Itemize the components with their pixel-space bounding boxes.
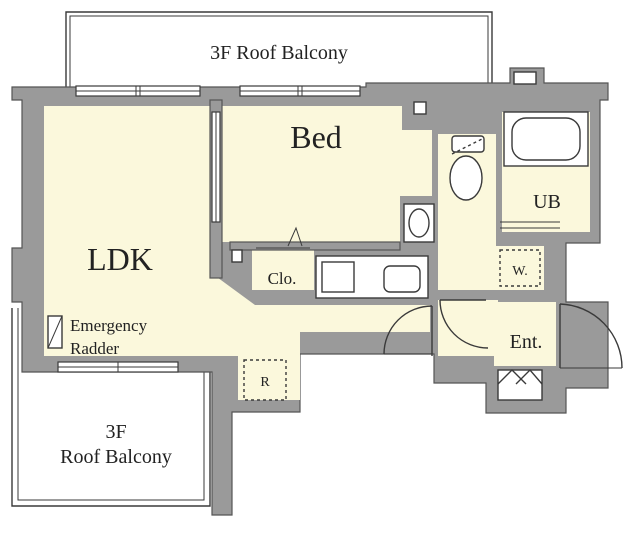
bed-label: Bed [290,119,342,155]
refrigerator-space [243,359,287,401]
duct-1 [413,101,427,115]
closet-label: Clo. [268,269,297,288]
emergency-label-2: Radder [70,339,119,358]
ub-label: UB [533,191,561,213]
door-entrance [559,303,623,369]
emergency-ladder-hatch [47,315,63,349]
refrigerator-label: R [260,375,270,390]
toilet-fixture [449,135,485,201]
balcony-bottom-label-1: 3F [105,421,126,443]
corridor-floor [438,300,498,356]
sliding-door-bed [211,111,221,223]
duct-2 [231,249,243,263]
washer-space [499,249,541,287]
balcony-bottom [11,308,211,507]
kitchen-counter [315,255,429,299]
door-bath [500,221,560,229]
balcony-top [65,11,493,88]
door-toilet [439,299,489,349]
ldk-floor [44,106,430,400]
window-balcony-bottom [57,361,179,373]
washer-floor [496,246,544,290]
vent-top [513,71,537,85]
window-ldk [75,85,201,97]
entrance-label: Ent. [510,331,543,353]
balcony-bottom-label-2: Roof Balcony [60,446,172,468]
shoe-cabinet [497,368,543,401]
toilet-sink [403,203,435,243]
emergency-label-1: Emergency [70,316,148,335]
balcony-top-label: 3F Roof Balcony [210,42,348,64]
ldk-label: LDK [87,241,153,277]
door-ldk [383,305,433,356]
bed-floor [222,106,432,242]
entrance-floor [494,302,556,366]
bathtub-fixture [503,111,589,167]
partition-wall-2 [229,241,401,251]
closet-door [256,226,310,249]
washer-label: W. [512,264,527,279]
window-bed [239,85,361,97]
closet-floor [252,246,314,290]
